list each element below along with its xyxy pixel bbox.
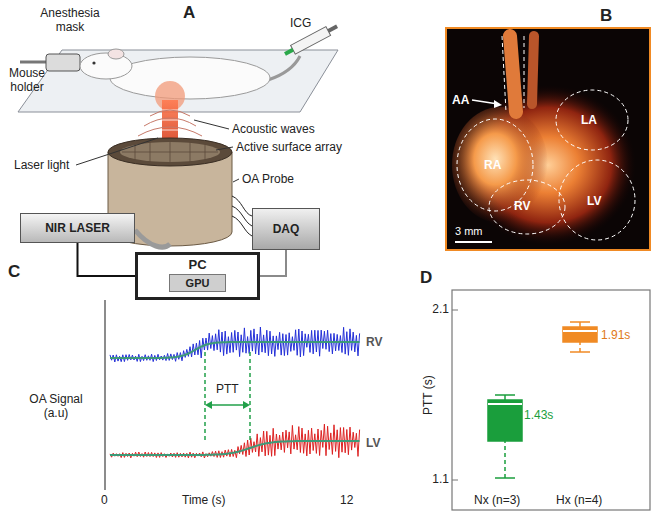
group-label: Hx (n=4) [556,493,602,507]
smoothed-signal [110,441,360,455]
box-plot [452,290,650,510]
tick-label: 0 [101,493,108,507]
tick-label: 12 [340,493,353,507]
panel-letter: A [183,3,195,23]
part-label: Acoustic waves [232,122,315,136]
box-text: DAQ [273,222,300,236]
rv-signal-trace [110,327,360,362]
scale-bar-label: 3 mm [455,225,483,238]
trace-label: LV [366,436,380,450]
chamber-label: RA [484,158,501,172]
axis-title: OA Signal (a.u) [20,392,92,421]
part-label: Mouse holder [2,66,52,95]
tick-label: 1.1 [432,472,449,486]
box-text: GPU [186,277,210,289]
group-label: Nx (n=3) [474,493,520,507]
part-label: Laser light [14,158,69,172]
chamber-label: RV [514,199,530,213]
chamber-label: LV [587,194,601,208]
box-text: NIR LASER [45,221,110,235]
pc-box: PC GPU [135,252,260,300]
part-label: ICG [290,16,311,30]
cable-connector [78,243,136,276]
panel-letter: D [420,268,432,288]
heart-image [446,28,650,250]
cable-connector [260,250,286,276]
chamber-label: LA [581,113,597,127]
smoothed-signal [110,342,360,358]
axis-title: Time (s) [182,493,226,507]
leader-lines [76,120,239,182]
mouse-setup [18,22,339,148]
lv-signal-trace [110,424,360,458]
tick-label: 2.1 [432,302,449,316]
part-label: Active surface array [236,140,342,154]
part-label: Anesthesia mask [30,6,110,35]
daq-box: DAQ [252,208,320,250]
axis-title: PTT (s) [421,375,435,415]
gpu-box: GPU [169,274,227,292]
panel-letter: C [8,262,20,282]
signal-axes [105,300,360,490]
panel-letter: B [600,6,612,26]
part-label: OA Probe [242,172,294,186]
chamber-label: AA [452,93,469,107]
interval-label: PTT [214,382,241,396]
value-label: 1.91s [601,328,630,342]
value-label: 1.43s [524,408,553,422]
laser-box: NIR LASER [20,213,135,243]
box-text: PC [188,257,206,272]
trace-label: RV [366,335,382,349]
